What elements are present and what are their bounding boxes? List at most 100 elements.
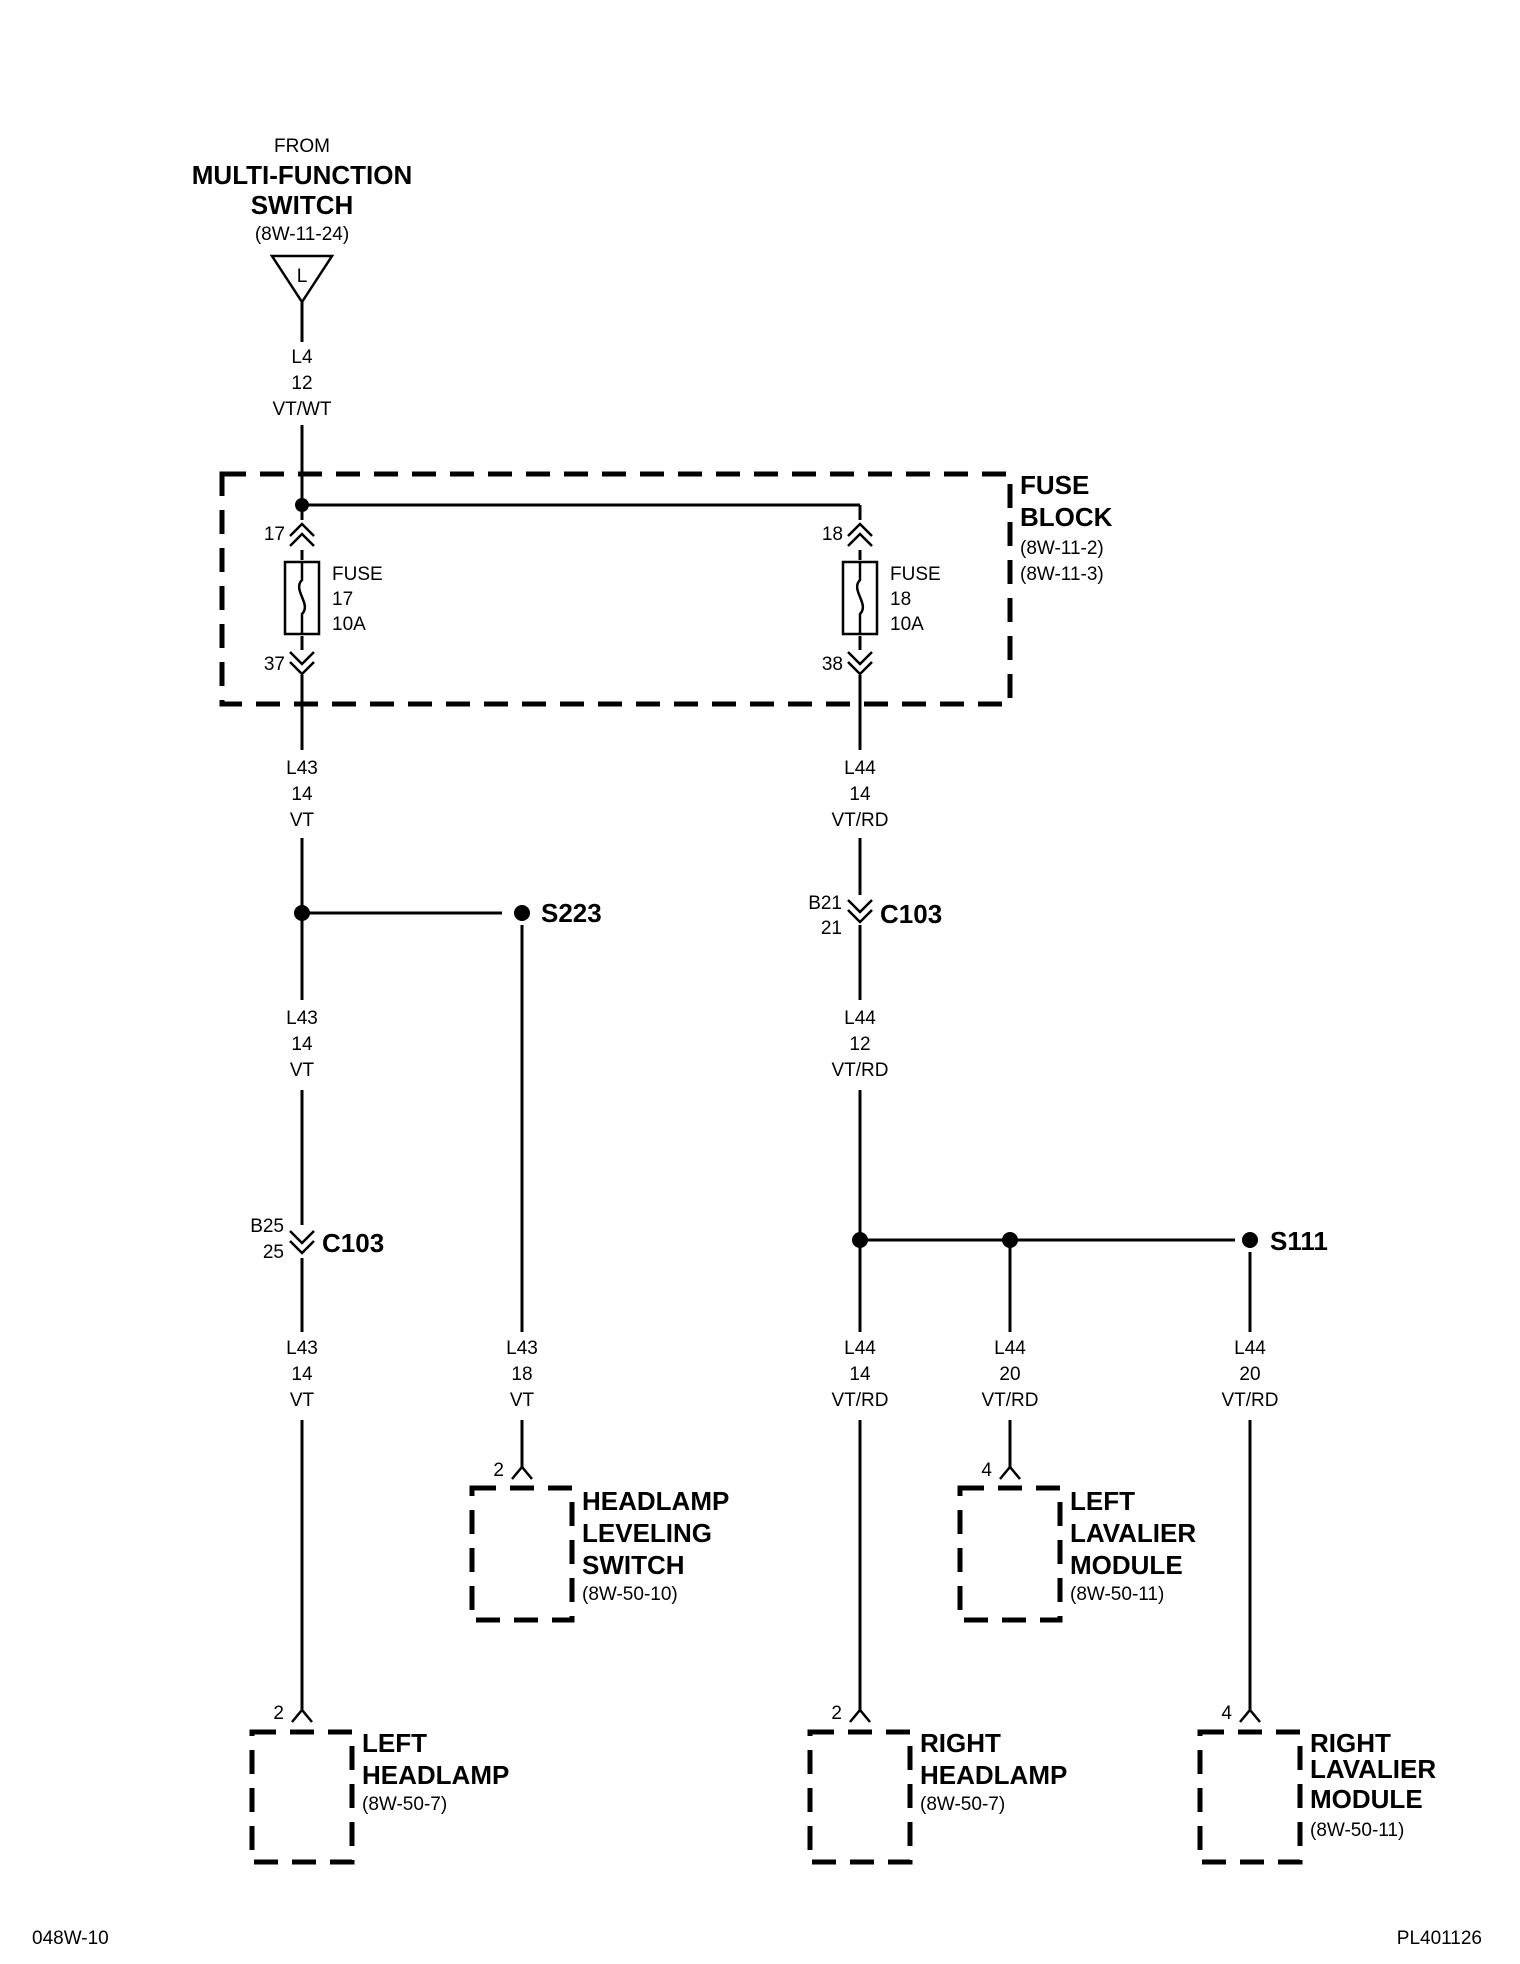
component-name-line: HEADLAMP <box>362 1760 509 1790</box>
connector-inline-icon <box>289 1230 315 1255</box>
c103-right-pin-bottom: 21 <box>821 918 842 939</box>
splice-dot-icon <box>852 1232 868 1248</box>
fuse-block-ref2: (8W-11-3) <box>1020 564 1104 585</box>
component-outline <box>249 1729 355 1865</box>
wire-circuit: L43 <box>286 1338 318 1359</box>
fuse-18: 18 FUSE 18 10A 38 <box>822 522 941 676</box>
wire-circuit: L44 <box>844 758 876 779</box>
wires <box>300 302 1252 1710</box>
fuse-element-icon <box>297 562 307 634</box>
fuse-block-name-line2: BLOCK <box>1020 502 1113 532</box>
component-name-line: LAVALIER <box>1070 1518 1196 1548</box>
component-ref: (8W-50-11) <box>1070 1584 1164 1605</box>
label-w-l4: L4 12 VT/WT <box>272 347 331 420</box>
wire-color: VT/WT <box>272 399 331 420</box>
wire-circuit: L44 <box>844 1008 876 1029</box>
component-left-lavalier-module: 4 LEFT LAVALIER MODULE (8W-50-11) <box>957 1460 1196 1623</box>
component-right-lavalier-module: 4 RIGHT LAVALIER MODULE (8W-50-11) <box>1197 1703 1436 1865</box>
fuse-18-rating: 10A <box>890 614 924 635</box>
splice-dot-icon <box>514 905 530 921</box>
label-w-l44-a: L44 14 VT/RD <box>832 758 889 831</box>
wire-gauge: 14 <box>849 784 871 805</box>
component-ref: (8W-50-7) <box>362 1794 447 1815</box>
connector-c103-left: B25 25 C103 <box>250 1216 384 1263</box>
splice-dot-icon <box>294 905 310 921</box>
fuse-17-number: 17 <box>332 589 353 610</box>
footer-right-code: PL401126 <box>1397 1928 1482 1949</box>
wire-gauge: 14 <box>849 1364 871 1385</box>
wire-gauge: 18 <box>511 1364 532 1385</box>
c103-right-pin-top: B21 <box>808 893 842 914</box>
fuse-block-ref1: (8W-11-2) <box>1020 538 1104 559</box>
fuse-18-pin-out: 38 <box>822 654 843 675</box>
component-pin: 4 <box>981 1460 992 1481</box>
label-w-l43-d: L43 18 VT <box>506 1338 538 1411</box>
component-right-headlamp: 2 RIGHT HEADLAMP (8W-50-7) <box>807 1703 1067 1865</box>
c103-left-pin-top: B25 <box>250 1216 284 1237</box>
wire-color: VT <box>290 1060 315 1081</box>
wire-circuit: L44 <box>994 1338 1026 1359</box>
splice-dot-icon <box>1002 1232 1018 1248</box>
component-name-line: LEFT <box>1070 1486 1135 1516</box>
component-pin: 2 <box>493 1460 504 1481</box>
component-ref: (8W-50-10) <box>582 1584 678 1605</box>
pin-connector-icon <box>291 1708 313 1723</box>
component-name-line: MODULE <box>1310 1784 1423 1814</box>
wire-color: VT/RD <box>832 1060 889 1081</box>
c103-right-name: C103 <box>880 899 942 929</box>
connector-c103-right: B21 21 C103 <box>808 893 942 939</box>
component-outline <box>807 1729 913 1865</box>
wire-circuit: L43 <box>286 758 318 779</box>
wire-color: VT/RD <box>832 1390 889 1411</box>
wire-gauge: 20 <box>1239 1364 1260 1385</box>
fuse-block-name-line1: FUSE <box>1020 470 1089 500</box>
splices: S223 S111 <box>294 498 1328 1256</box>
component-name-line: HEADLAMP <box>920 1760 1067 1790</box>
wire-gauge: 20 <box>999 1364 1020 1385</box>
wire-labels: L4 12 VT/WT L43 14 VT L44 14 VT/RD L43 1… <box>272 347 1278 1411</box>
connector-male-icon <box>847 651 873 676</box>
fuse-element-icon <box>855 562 865 634</box>
label-w-l44-d: L44 20 VT/RD <box>982 1338 1039 1411</box>
wire-color: VT <box>510 1390 535 1411</box>
c103-left-name: C103 <box>322 1228 384 1258</box>
component-left-headlamp: 2 LEFT HEADLAMP (8W-50-7) <box>249 1703 509 1865</box>
splice-s223-label: S223 <box>541 898 602 928</box>
source-name-line2: SWITCH <box>251 190 354 220</box>
wire-gauge: 14 <box>291 1364 313 1385</box>
wire-gauge: 12 <box>291 373 312 394</box>
component-pin: 2 <box>831 1703 842 1724</box>
component-name-line: LAVALIER <box>1310 1754 1436 1784</box>
wire-circuit: L43 <box>506 1338 538 1359</box>
source-multi-function-switch: FROM MULTI-FUNCTION SWITCH (8W-11-24) L <box>192 136 412 305</box>
wire-color: VT/RD <box>1222 1390 1279 1411</box>
component-ref: (8W-50-11) <box>1310 1820 1404 1841</box>
connector-inline-icon <box>847 899 873 924</box>
wire-circuit: L4 <box>291 347 313 368</box>
component-name-line: RIGHT <box>920 1728 1001 1758</box>
source-connector-letter: L <box>297 266 308 287</box>
label-w-l44-b: L44 12 VT/RD <box>832 1008 889 1081</box>
source-connector-triangle-icon <box>269 254 335 305</box>
component-name-line: LEVELING <box>582 1518 712 1548</box>
splice-dot-icon <box>295 498 309 512</box>
connector-male-icon <box>289 651 315 676</box>
splice-dot-icon <box>1242 1232 1258 1248</box>
wire-circuit: L44 <box>1234 1338 1266 1359</box>
source-from-label: FROM <box>274 136 330 157</box>
component-outline <box>469 1485 575 1623</box>
fuse-18-label: FUSE <box>890 564 941 585</box>
label-w-l43-b: L43 14 VT <box>286 1008 318 1081</box>
component-outline <box>1197 1729 1303 1865</box>
component-outline <box>957 1485 1063 1623</box>
pin-connector-icon <box>999 1465 1021 1480</box>
label-w-l44-e: L44 20 VT/RD <box>1222 1338 1279 1411</box>
pin-connector-icon <box>1239 1708 1261 1723</box>
wire-color: VT <box>290 1390 315 1411</box>
component-name-line: MODULE <box>1070 1550 1183 1580</box>
component-name-line: SWITCH <box>582 1550 685 1580</box>
pin-connector-icon <box>511 1465 533 1480</box>
component-name-line: HEADLAMP <box>582 1486 729 1516</box>
wire-gauge: 14 <box>291 1034 313 1055</box>
fuse-18-pin-in: 18 <box>822 524 843 545</box>
